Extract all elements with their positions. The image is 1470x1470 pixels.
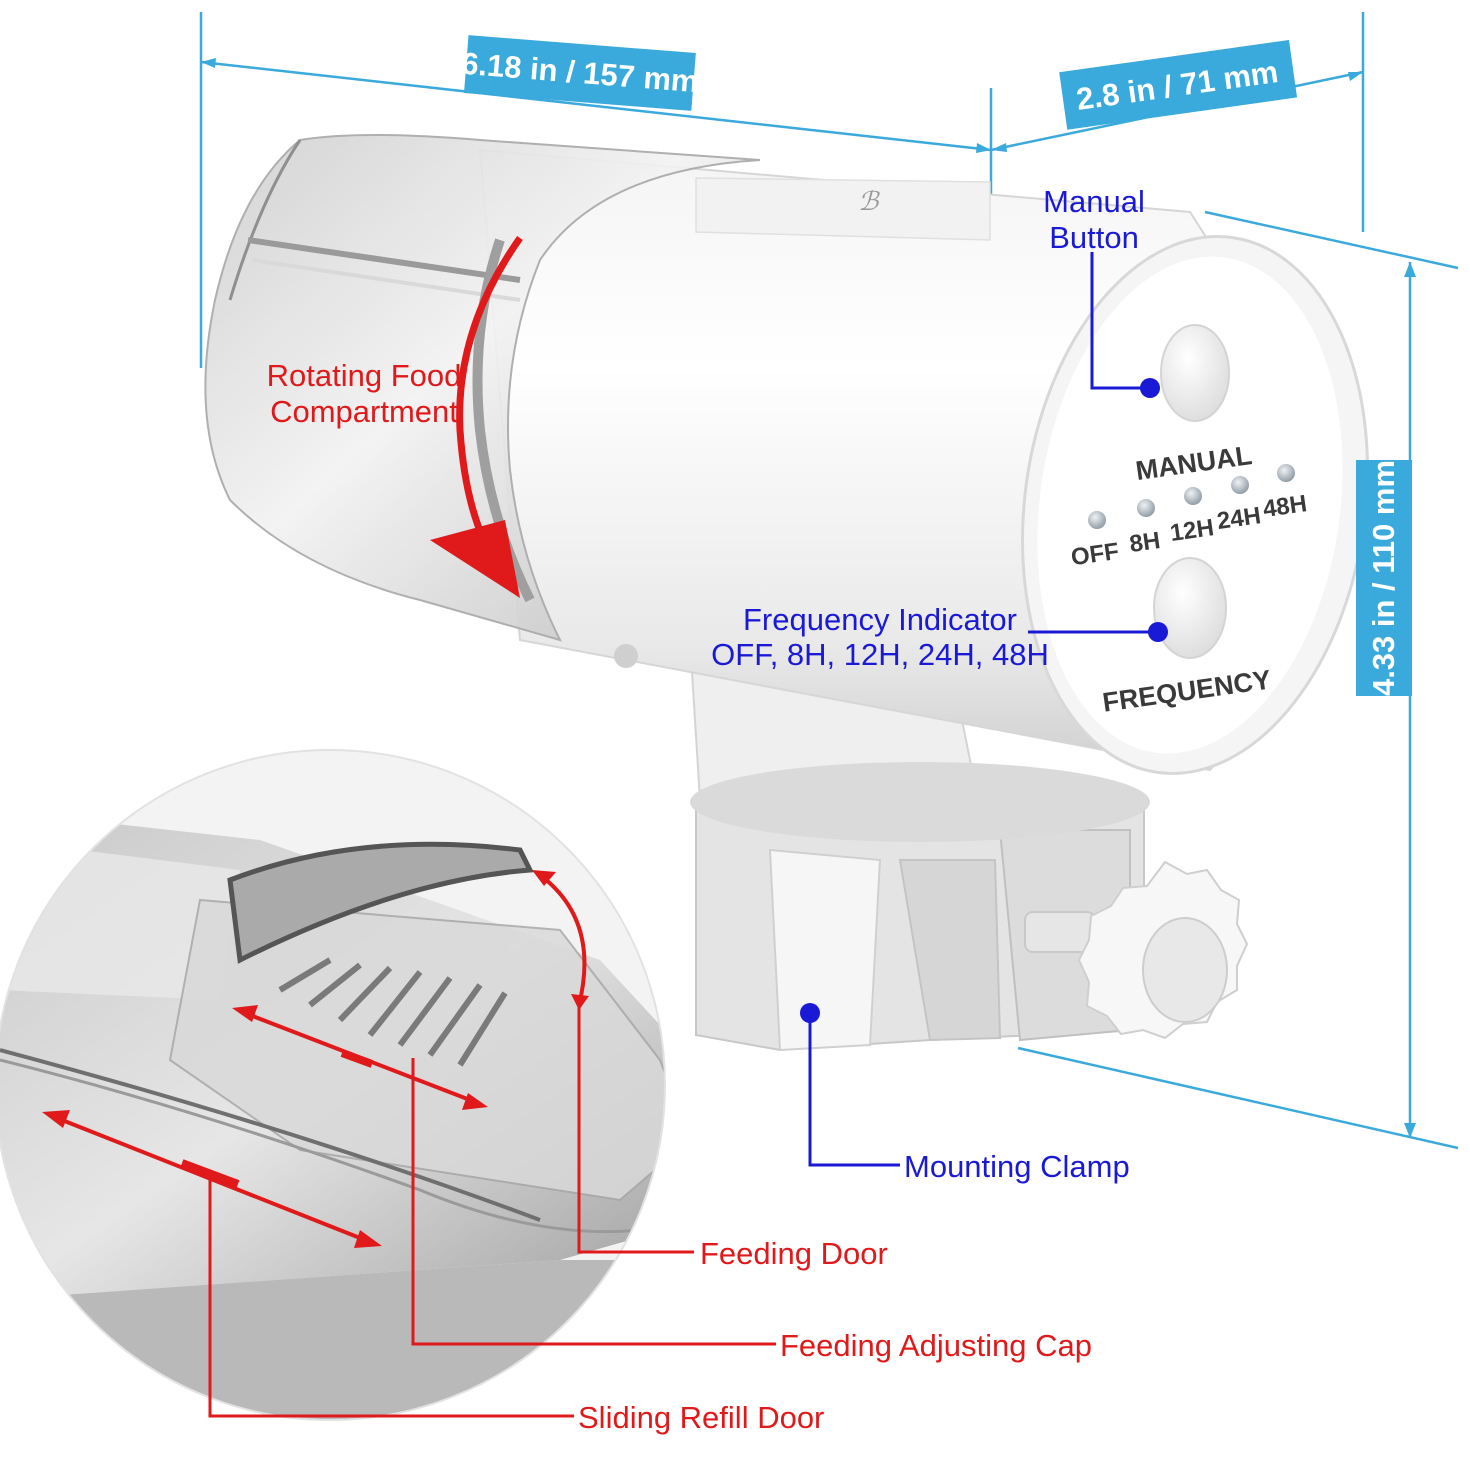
feeder-illustration: ℬ — [204, 134, 1369, 1052]
indicator-led — [1088, 511, 1106, 529]
rotation-arrow — [430, 235, 523, 598]
brand-logo: ℬ — [858, 187, 880, 217]
manual-button[interactable] — [1160, 324, 1230, 422]
indicator-label-48h: 48H — [1261, 490, 1308, 523]
indicator-label-12h: 12H — [1168, 514, 1215, 547]
mounting-clamp-callout: Mounting Clamp — [904, 1149, 1130, 1184]
dimension-badge-depth: 2.8 in / 71 mm — [1059, 39, 1298, 130]
indicator-leds — [1088, 464, 1295, 529]
sliding-refill-door-callout: Sliding Refill Door — [578, 1400, 824, 1435]
dimension-badge-height: 4.33 in / 110 mm — [1356, 460, 1412, 696]
indicator-label-off: OFF — [1069, 538, 1120, 571]
callout-leaders-blue — [808, 252, 1158, 1167]
indicator-labels: OFF 8H 12H 24H 48H — [1069, 490, 1308, 571]
indicator-led — [1137, 499, 1155, 517]
dimension-height-text: 4.33 in / 110 mm — [1366, 460, 1401, 696]
rotating-callout-line1: Rotating Food — [267, 358, 462, 393]
indicator-label-8h: 8H — [1128, 527, 1162, 558]
feeding-door-callout: Feeding Door — [700, 1236, 888, 1271]
feeding-adjusting-cap-callout: Feeding Adjusting Cap — [780, 1328, 1092, 1363]
frequency-indicator-callout-line2: OFF, 8H, 12H, 24H, 48H — [711, 637, 1049, 672]
clamp-knob — [1077, 860, 1249, 1040]
rotating-callout-line2: Compartment — [270, 394, 458, 429]
indicator-label-24h: 24H — [1215, 502, 1262, 535]
frequency-button[interactable] — [1153, 557, 1227, 659]
callout-leaders-red — [208, 1005, 776, 1418]
zoom-arrowheads — [42, 870, 589, 1248]
manual-button-callout-line1: Manual — [1043, 184, 1145, 219]
feeding-grille — [278, 957, 508, 1067]
callout-dots — [800, 378, 1168, 1023]
indicator-led — [1277, 464, 1295, 482]
zoom-detail — [0, 749, 666, 1421]
control-panel — [1021, 235, 1369, 775]
dimension-arrowheads — [201, 58, 1416, 1138]
frequency-indicator-callout-line1: Frequency Indicator — [743, 602, 1017, 637]
manual-button-callout-line2: Button — [1049, 220, 1139, 255]
indicator-led — [1231, 476, 1249, 494]
indicator-led — [1184, 487, 1202, 505]
dimension-badge-length: 6.18 in / 157 mm — [460, 35, 700, 111]
